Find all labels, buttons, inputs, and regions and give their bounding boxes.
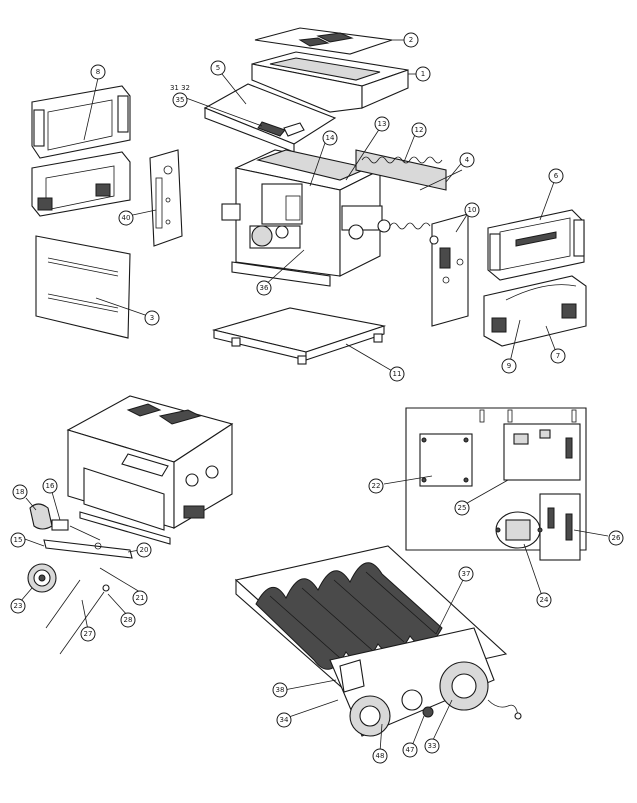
svg-text:31 32: 31 32 — [170, 84, 190, 92]
callout-33: 33 — [424, 738, 440, 754]
part-side-bracket — [149, 149, 183, 247]
svg-text:15: 15 — [14, 536, 23, 544]
svg-text:12: 12 — [415, 126, 424, 134]
part-blower — [27, 563, 57, 593]
svg-text:2: 2 — [409, 36, 413, 44]
svg-text:1: 1 — [421, 70, 425, 78]
svg-text:9: 9 — [507, 362, 511, 370]
callout-27: 27 — [80, 626, 96, 642]
svg-text:3: 3 — [150, 314, 154, 322]
callout-15: 15 — [10, 532, 26, 548]
part-top-cover — [251, 51, 409, 113]
callout-35: 35 — [172, 92, 188, 108]
callout-9: 9 — [501, 358, 517, 374]
callout-11: 11 — [389, 366, 405, 382]
part-base — [211, 307, 387, 365]
svg-text:21: 21 — [136, 594, 145, 602]
svg-text:16: 16 — [46, 482, 55, 490]
svg-text:26: 26 — [612, 534, 621, 542]
part-ignitor-bracket — [29, 503, 133, 559]
part-assembled-heater — [66, 395, 234, 545]
part-left-side-panel — [35, 235, 131, 339]
svg-text:11: 11 — [393, 370, 402, 378]
part-control-board-panel — [405, 407, 587, 561]
callout-20: 20 — [136, 542, 152, 558]
svg-text:40: 40 — [122, 214, 131, 222]
callout-40: 40 — [118, 210, 134, 226]
part-top-vent-plate — [254, 27, 393, 55]
part-front-lid — [203, 83, 337, 153]
svg-text:27: 27 — [84, 630, 93, 638]
callout-48: 48 — [372, 748, 388, 764]
callout-1: 1 — [415, 66, 431, 82]
callout-18: 18 — [12, 484, 28, 500]
svg-text:38: 38 — [276, 686, 285, 694]
callout-14: 14 — [322, 130, 338, 146]
svg-text:20: 20 — [140, 546, 149, 554]
svg-text:25: 25 — [458, 504, 467, 512]
callout-13: 13 — [374, 116, 390, 132]
callout-7: 7 — [550, 348, 566, 364]
callout-25: 25 — [454, 500, 470, 516]
svg-text:8: 8 — [96, 68, 100, 76]
callout-5: 5 — [210, 60, 226, 76]
callout-26: 26 — [608, 530, 624, 546]
svg-text:35: 35 — [176, 96, 185, 104]
callout-10: 10 — [464, 202, 480, 218]
part-right-lower-door — [483, 275, 587, 347]
callout-3: 3 — [144, 310, 160, 326]
svg-text:4: 4 — [465, 156, 470, 164]
callout-2: 2 — [403, 32, 419, 48]
part-round-module — [495, 511, 543, 549]
callout-36: 36 — [256, 280, 272, 296]
svg-text:6: 6 — [554, 172, 559, 180]
svg-text:13: 13 — [378, 120, 387, 128]
svg-text:33: 33 — [428, 742, 437, 750]
part-upper-left-door — [31, 85, 131, 159]
svg-text:47: 47 — [406, 746, 415, 754]
callout-6: 6 — [548, 168, 564, 184]
svg-text:22: 22 — [372, 482, 381, 490]
part-right-side-panel — [389, 213, 469, 327]
callout-38: 38 — [272, 682, 288, 698]
svg-text:14: 14 — [326, 134, 335, 142]
svg-text:28: 28 — [124, 616, 133, 624]
callout-34: 34 — [276, 712, 292, 728]
callout-31-32: 31 32 — [170, 84, 190, 92]
svg-text:34: 34 — [280, 716, 289, 724]
callout-37: 37 — [458, 566, 474, 582]
svg-text:36: 36 — [260, 284, 269, 292]
svg-text:10: 10 — [468, 206, 477, 214]
part-lower-left-door — [31, 151, 131, 217]
callout-28: 28 — [120, 612, 136, 628]
svg-text:48: 48 — [376, 752, 385, 760]
callout-21: 21 — [132, 590, 148, 606]
callout-12: 12 — [411, 122, 427, 138]
callout-4: 4 — [459, 152, 475, 168]
part-right-front-door — [487, 209, 585, 281]
part-main-chassis — [221, 149, 391, 287]
svg-text:7: 7 — [556, 352, 560, 360]
callout-22: 22 — [368, 478, 384, 494]
leader-lines — [19, 39, 609, 753]
part-heat-exchanger-assembly — [234, 545, 522, 737]
svg-text:23: 23 — [14, 602, 23, 610]
callout-47: 47 — [402, 742, 418, 758]
svg-text:5: 5 — [216, 64, 220, 72]
callout-16: 16 — [42, 478, 58, 494]
callout-23: 23 — [10, 598, 26, 614]
part-coil — [355, 149, 463, 191]
svg-text:18: 18 — [16, 488, 25, 496]
callout-8: 8 — [90, 64, 106, 80]
callout-24: 24 — [536, 592, 552, 608]
svg-text:37: 37 — [462, 570, 471, 578]
part-sensor-rods — [45, 579, 110, 655]
svg-text:24: 24 — [540, 596, 549, 604]
